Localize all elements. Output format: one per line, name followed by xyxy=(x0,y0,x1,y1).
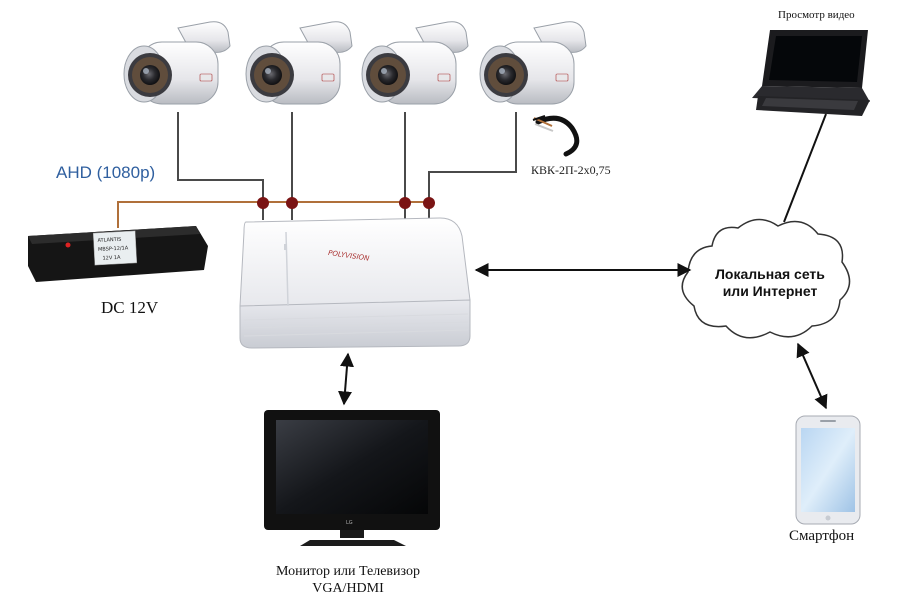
junction-2 xyxy=(286,197,298,209)
power-supply-label xyxy=(92,230,138,266)
smartphone-caption: Смартфон xyxy=(789,528,855,544)
power-supply-voltage-label: DC 12V xyxy=(101,298,159,317)
tv-monitor: LG xyxy=(264,410,440,546)
camera-4-wire xyxy=(428,112,517,220)
network-phone-arrow xyxy=(796,342,828,410)
laptop-caption: Просмотр видео xyxy=(778,9,855,21)
junction-1 xyxy=(257,197,269,209)
camera-3 xyxy=(361,21,469,105)
camera-1-wire xyxy=(177,112,264,220)
monitor-caption: Монитор или Телевизор VGA/HDMI xyxy=(258,563,438,597)
camera-wires xyxy=(177,112,517,220)
power-supply-rating: 12V 1A xyxy=(102,255,121,262)
laptop xyxy=(752,30,870,116)
tv-screen xyxy=(276,420,428,514)
tv-brand: LG xyxy=(346,520,353,526)
power-supply-brand: ATLANTIS xyxy=(97,237,121,244)
monitor-caption-line2: VGA/HDMI xyxy=(312,581,384,596)
junction-3 xyxy=(399,197,411,209)
connections xyxy=(338,113,828,410)
power-led-icon xyxy=(65,242,71,248)
network-caption-line1: Локальная сеть xyxy=(715,266,825,282)
junction-4 xyxy=(423,197,435,209)
camera-2 xyxy=(245,21,353,105)
video-recorder: POLYVISION xyxy=(239,217,471,349)
power-wire xyxy=(117,201,432,228)
wire-junctions xyxy=(257,197,435,209)
camera-1 xyxy=(123,21,231,105)
network-caption: Локальная сеть или Интернет xyxy=(700,266,840,300)
cable-type-label: КВК-2П-2х0,75 xyxy=(531,163,611,177)
recorder-monitor-arrow xyxy=(338,352,354,406)
ahd-resolution-label: AHD (1080p) xyxy=(56,163,156,182)
power-supply-model: MBSP-12/1A xyxy=(98,245,129,253)
network-cloud xyxy=(681,218,851,339)
smartphone-screen xyxy=(801,428,855,512)
network-laptop-line xyxy=(783,113,827,223)
smartphone xyxy=(795,415,861,525)
power-supply: ATLANTIS MBSP-12/1A 12V 1A xyxy=(28,226,208,282)
monitor-caption-line1: Монитор или Телевизор xyxy=(276,564,420,579)
cable-coil-icon xyxy=(532,115,580,157)
network-caption-line2: или Интернет xyxy=(722,283,818,299)
camera-4 xyxy=(479,21,587,105)
